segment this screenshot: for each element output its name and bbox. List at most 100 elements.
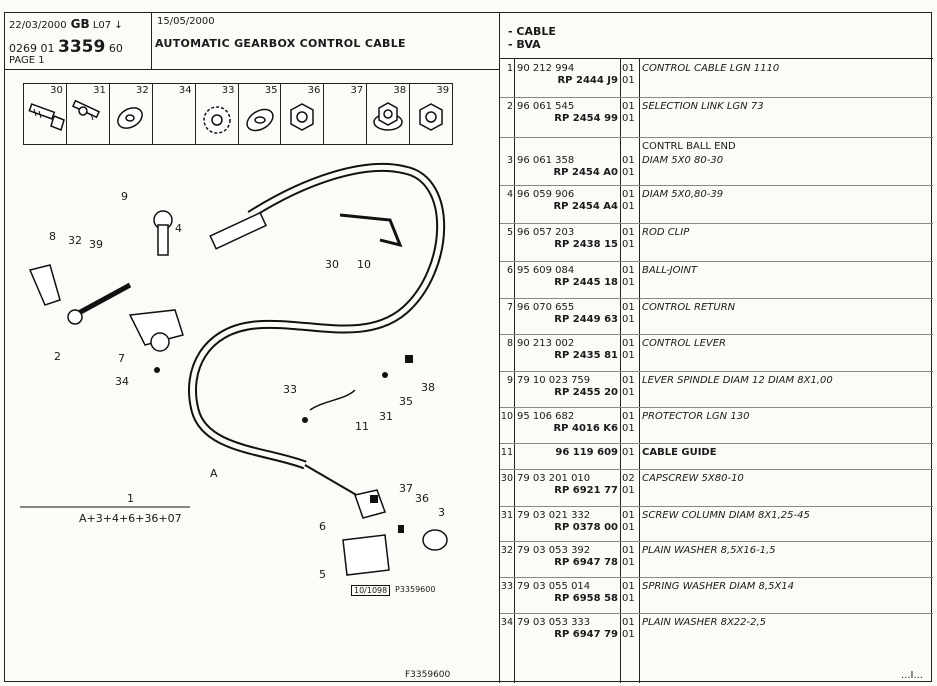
- part-rp-number: RP 2449 63: [554, 314, 618, 325]
- part-qty: 01: [622, 510, 635, 521]
- part-index: 7: [506, 302, 513, 313]
- flange-nut-icon: [373, 102, 403, 131]
- control-return: [28, 264, 61, 306]
- header-date1: 22/03/2000: [9, 20, 67, 31]
- tile-label: 32: [135, 85, 149, 96]
- part-qty2: 01: [622, 239, 635, 250]
- part-description: CONTROL RETURN: [642, 302, 736, 313]
- plain-washer-icon: [116, 107, 143, 129]
- tile-nut-37: 37: [324, 84, 368, 144]
- part-index: 6: [506, 265, 513, 276]
- selection-link: [73, 282, 132, 318]
- part-description: LEVER SPINDLE DIAM 12 DIAM 8X1,00: [642, 375, 833, 386]
- part-code: 96 070 655: [517, 302, 575, 313]
- page-label: PAGE 1: [9, 55, 45, 66]
- part-qty: 01: [622, 617, 635, 628]
- part-description: ROD CLIP: [642, 227, 690, 238]
- part-description: CAPSCREW 5X80-10: [642, 473, 744, 484]
- header-rule: [500, 58, 933, 59]
- part-qty2: 01: [622, 522, 635, 533]
- part-rp-number: RP 2438 15: [554, 239, 618, 250]
- callout-4: 4: [175, 222, 182, 235]
- part-qty2: 01: [622, 314, 635, 325]
- row-separator: [500, 185, 933, 186]
- part-desc-heading: CONTRL BALL END: [642, 141, 736, 152]
- row-separator: [500, 97, 933, 98]
- section-line1: - CABLE: [508, 25, 556, 38]
- part-qty: 01: [622, 155, 635, 166]
- part-description: SPRING WASHER DIAM 8,5X14: [642, 581, 795, 592]
- part-index: 33: [500, 581, 513, 592]
- tile-label: 35: [264, 85, 278, 96]
- part-index: 3: [506, 155, 513, 166]
- tile-label: 39: [436, 85, 450, 96]
- part-description: SELECTION LINK LGN 73: [642, 101, 764, 112]
- header-ref-main: 3359: [58, 37, 106, 57]
- part-description: CONTROL LEVER: [642, 338, 727, 349]
- part-qty2: 01: [622, 201, 635, 212]
- header-ref-suffix: 60: [108, 42, 123, 55]
- part-rp-number: RP 0378 00: [554, 522, 618, 533]
- plain-washer-icon: [245, 108, 274, 132]
- callout-31: 31: [379, 410, 393, 423]
- callout-30: 30: [325, 258, 339, 271]
- part-qty: 01: [622, 227, 635, 238]
- part-index: 5: [506, 227, 513, 238]
- footer-ref: F3359600: [405, 670, 451, 680]
- part-qty2: 01: [622, 277, 635, 288]
- callout-33: 33: [283, 383, 297, 396]
- part-code: 90 213 002: [517, 338, 575, 349]
- part-rp-number: RP 2454 A0: [553, 167, 618, 178]
- part-qty: 01: [622, 101, 635, 112]
- part-code: 79 10 023 759: [517, 375, 591, 386]
- row-separator: [500, 443, 933, 444]
- callout-37: 37: [399, 482, 413, 495]
- part-rp-number: RP 2435 81: [554, 350, 618, 361]
- formula-top: 1: [127, 492, 134, 505]
- row-separator: [500, 407, 933, 408]
- tile-label: 37: [350, 85, 364, 96]
- cable-end-fitting: [209, 211, 267, 250]
- part-qty: 01: [622, 302, 635, 313]
- part-rp-number: RP 2454 A4: [553, 201, 618, 212]
- part-rp-number: RP 6947 78: [554, 557, 618, 568]
- callout-34: 34: [115, 375, 129, 388]
- header-title-box: 15/05/2000 AUTOMATIC GEARBOX CONTROL CAB…: [151, 13, 499, 70]
- stud-icon: [71, 99, 100, 121]
- part-qty2: 01: [622, 75, 635, 86]
- part-description: PLAIN WASHER 8X22-2,5: [642, 617, 767, 628]
- row-separator: [500, 298, 933, 299]
- part-description: DIAM 5X0 80-30: [642, 155, 724, 166]
- callout-2: 2: [54, 350, 61, 363]
- part-code: 79 03 021 332: [517, 510, 591, 521]
- part-code: 95 609 084: [517, 265, 575, 276]
- protector: [339, 213, 403, 248]
- tile-label: 36: [307, 85, 321, 96]
- row-separator: [500, 137, 933, 138]
- part-rp-number: RP 6958 58: [554, 593, 618, 604]
- header-ref-prefix: 0269 01: [9, 42, 55, 55]
- part-description: BALL-JOINT: [642, 265, 698, 276]
- part-qty2: 01: [622, 557, 635, 568]
- part-rp-number: RP 2455 20: [554, 387, 618, 398]
- callout-36: 36: [415, 492, 429, 505]
- row-separator: [500, 613, 933, 614]
- part-index: 32: [500, 545, 513, 556]
- part-qty2: 01: [622, 629, 635, 640]
- tile-nut-38: 38: [367, 84, 411, 144]
- arrow-down-icon: ↓: [114, 20, 123, 31]
- part-rp-number: RP 6921 77: [554, 485, 618, 496]
- tile-label: 31: [93, 85, 106, 96]
- part-index: 30: [500, 473, 513, 484]
